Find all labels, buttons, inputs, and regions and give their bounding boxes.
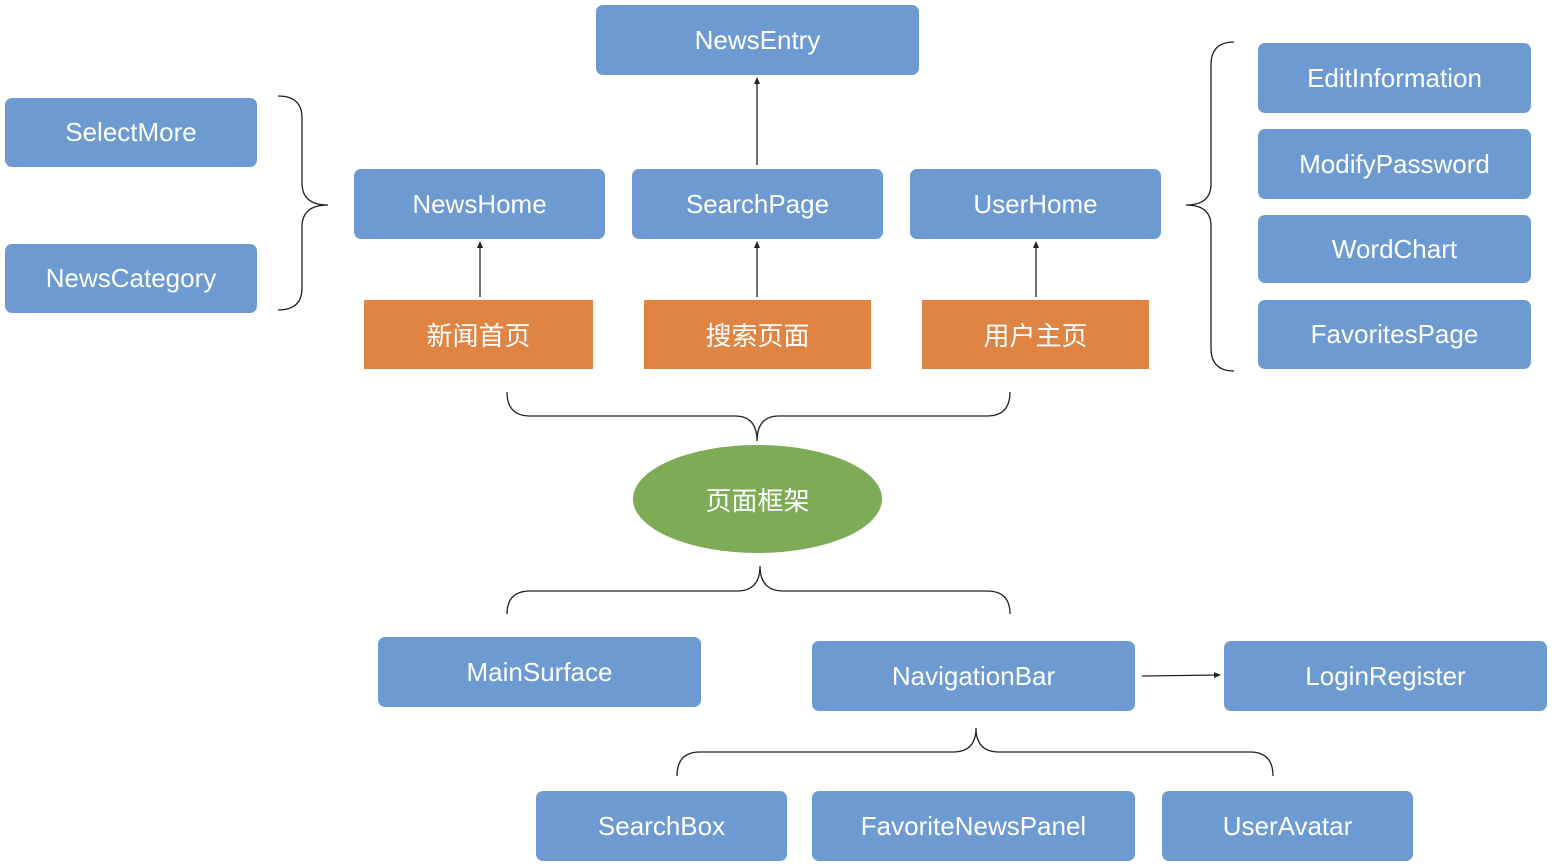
node-user-avatar: UserAvatar <box>1162 791 1413 861</box>
node-modify-password: ModifyPassword <box>1258 129 1531 199</box>
node-edit-information: EditInformation <box>1258 43 1531 113</box>
node-favorites-page: FavoritesPage <box>1258 300 1531 369</box>
node-page-frame: 页面框架 <box>633 445 882 553</box>
brace-frame-children <box>506 565 1011 615</box>
node-news-category: NewsCategory <box>5 244 257 313</box>
node-main-surface: MainSurface <box>378 637 701 707</box>
brace-newshome-children <box>277 95 329 311</box>
brace-userhome-children <box>1185 41 1235 372</box>
node-search-page-cn: 搜索页面 <box>644 300 871 369</box>
node-user-home-cn: 用户主页 <box>922 300 1149 369</box>
node-news-home: NewsHome <box>354 169 605 239</box>
brace-pages-to-frame <box>506 391 1011 442</box>
node-word-chart: WordChart <box>1258 215 1531 283</box>
node-user-home: UserHome <box>910 169 1161 239</box>
node-search-box: SearchBox <box>536 791 787 861</box>
node-select-more: SelectMore <box>5 98 257 167</box>
node-news-entry: NewsEntry <box>596 5 919 75</box>
node-favorite-news-panel: FavoriteNewsPanel <box>812 791 1135 861</box>
brace-navbar-children <box>676 727 1274 777</box>
node-news-home-cn: 新闻首页 <box>364 300 593 369</box>
node-login-register: LoginRegister <box>1224 641 1547 711</box>
node-navigation-bar: NavigationBar <box>812 641 1135 711</box>
node-search-page: SearchPage <box>632 169 883 239</box>
arrow-navbar-to-loginregister <box>1141 672 1221 679</box>
